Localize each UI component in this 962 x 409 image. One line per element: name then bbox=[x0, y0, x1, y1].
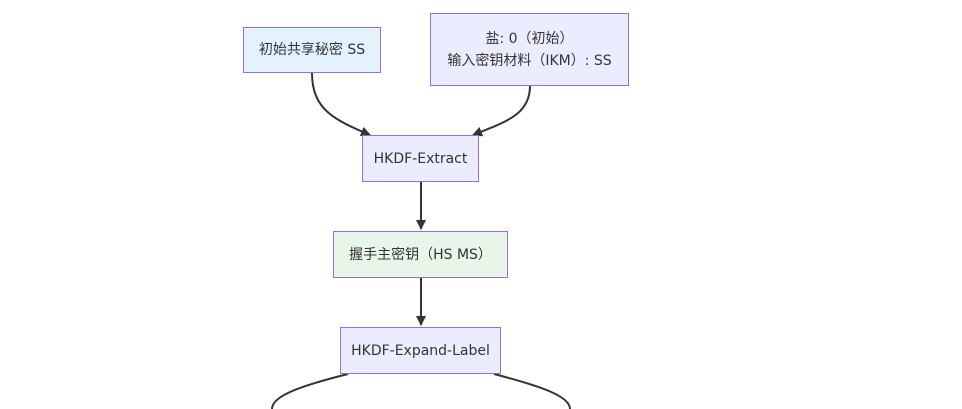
node-handshake-master-secret: 握手主密钥（HS MS） bbox=[333, 231, 508, 278]
node-handshake-master-secret-label: 握手主密钥（HS MS） bbox=[349, 246, 492, 263]
edge-salt-to-extract bbox=[472, 85, 531, 137]
node-hkdf-expand-label: HKDF-Expand-Label bbox=[340, 327, 501, 374]
node-salt-ikm: 盐: 0（初始） 输入密钥材料（IKM）: SS bbox=[430, 13, 629, 86]
node-hkdf-expand-label-label: HKDF-Expand-Label bbox=[351, 342, 490, 359]
node-hkdf-extract-label: HKDF-Extract bbox=[373, 150, 468, 167]
node-initial-shared-secret: 初始共享秘密 SS bbox=[243, 27, 381, 73]
node-salt-line: 盐: 0（初始） bbox=[485, 30, 574, 47]
node-initial-shared-secret-label: 初始共享秘密 SS bbox=[258, 42, 366, 58]
edge-ss-to-extract bbox=[311, 72, 371, 137]
edge-expand-to-right-offscreen bbox=[493, 373, 571, 409]
node-ikm-line: 输入密钥材料（IKM）: SS bbox=[447, 52, 612, 69]
edge-expand-to-left-offscreen bbox=[271, 373, 349, 409]
node-hkdf-extract: HKDF-Extract bbox=[362, 135, 479, 182]
